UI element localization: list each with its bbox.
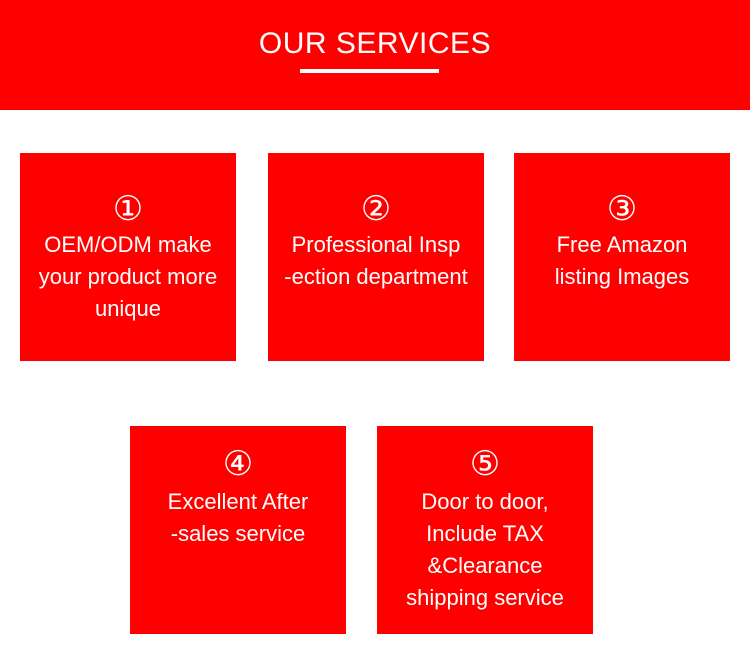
service-card-amazon-images: ③ Free Amazon listing Images bbox=[514, 153, 730, 361]
service-number: ① bbox=[112, 190, 144, 228]
service-description: Door to door, Include TAX &Clearance shi… bbox=[406, 489, 564, 610]
service-description: Excellent After -sales service bbox=[167, 489, 309, 546]
service-number: ③ bbox=[606, 190, 638, 228]
page-title: OUR SERVICES bbox=[258, 27, 492, 60]
service-number: ④ bbox=[222, 445, 254, 483]
service-card-oem-odm: ① OEM/ODM make your product more unique bbox=[20, 153, 236, 361]
services-banner: OUR SERVICES bbox=[0, 0, 750, 110]
service-card-door-to-door: ⑤ Door to door, Include TAX &Clearance s… bbox=[377, 426, 593, 634]
title-underline bbox=[300, 69, 439, 73]
service-number: ⑤ bbox=[469, 445, 501, 483]
service-description: OEM/ODM make your product more unique bbox=[38, 232, 218, 321]
service-number: ② bbox=[360, 190, 392, 228]
service-card-after-sales: ④ Excellent After -sales service bbox=[130, 426, 346, 634]
service-description: Free Amazon listing Images bbox=[554, 232, 690, 289]
service-card-inspection: ② Professional Insp -ection department bbox=[268, 153, 484, 361]
service-description: Professional Insp -ection department bbox=[284, 232, 468, 289]
